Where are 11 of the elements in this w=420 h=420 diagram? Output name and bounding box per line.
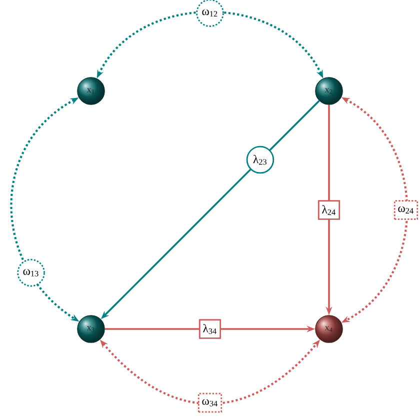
node-label: x$_{3}$	[86, 326, 94, 332]
node-label: x$_{1}$	[86, 88, 94, 94]
edge-label: λ$_{24}$	[318, 200, 340, 220]
edge-label: ω$_{34}$	[198, 392, 222, 413]
node-label: x$_{2}$	[324, 88, 332, 94]
node-label: x$_{4}$	[324, 326, 332, 332]
edge-label: ω$_{24}$	[394, 200, 418, 220]
edge-label: λ$_{34}$	[198, 319, 222, 339]
edge-label: ω$_{13}$	[17, 258, 45, 287]
edge-label: λ$_{23}$	[246, 146, 274, 174]
edge-label: ω$_{12}$	[196, 0, 224, 27]
